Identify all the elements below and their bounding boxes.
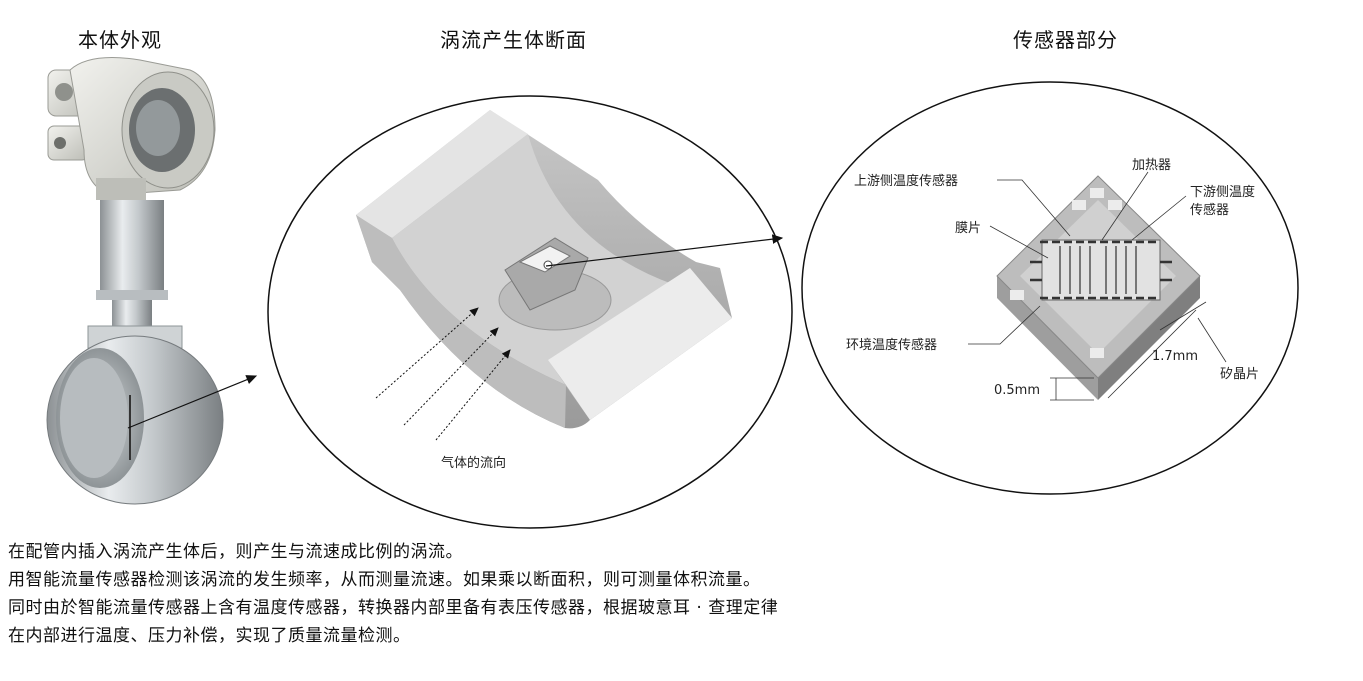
flow-arrow-2 — [403, 327, 499, 426]
label-chip-thickness: 0.5mm — [994, 383, 1040, 398]
label-downstream-temp-sensor-line1: 下游侧温度 — [1190, 184, 1255, 200]
label-chip-width: 1.7mm — [1152, 349, 1198, 364]
title-sensor-part: 传感器部分 — [1013, 28, 1118, 52]
flow-arrow-3 — [435, 349, 511, 441]
sensor-chip-illustration — [801, 81, 1299, 495]
description-line-4: 在内部进行温度、压力补偿，实现了质量流量检测。 — [8, 626, 411, 646]
title-body-appearance: 本体外观 — [78, 28, 162, 52]
description-text: 在配管内插入涡流产生体后，则产生与流速成比例的涡流。 用智能流量传感器检测该涡流… — [8, 538, 1348, 650]
label-membrane: 膜片 — [955, 221, 981, 236]
label-heater: 加热器 — [1132, 158, 1171, 173]
label-gas-flow: 气体的流向 — [441, 455, 506, 471]
label-ambient-temp-sensor: 环境温度传感器 — [846, 337, 937, 353]
flow-arrow-1 — [375, 307, 479, 399]
flowmeter-body-illustration — [46, 57, 224, 505]
body-to-section-arrow — [127, 375, 258, 429]
description-line-3: 同时由於智能流量传感器上含有温度传感器，转换器内部里备有表压传感器，根据玻意耳 … — [8, 598, 779, 618]
label-downstream-temp-sensor-line2: 传感器 — [1190, 202, 1229, 218]
label-silicon-chip: 矽晶片 — [1220, 367, 1259, 382]
vortex-section-illustration — [267, 95, 793, 529]
label-upstream-temp-sensor: 上游侧温度传感器 — [854, 173, 958, 189]
section-to-sensor-arrow — [545, 234, 784, 267]
description-line-1: 在配管内插入涡流产生体后，则产生与流速成比例的涡流。 — [8, 542, 463, 562]
description-line-2: 用智能流量传感器检测该涡流的发生频率，从而测量流速。如果乘以断面积，则可测量体积… — [8, 570, 761, 590]
title-vortex-section: 涡流产生体断面 — [440, 28, 587, 52]
diagram-canvas: 气体的流向 上游侧温度传感器 加热器 下游侧温度 传感器 膜片 环境温度传感器 … — [46, 57, 1299, 529]
